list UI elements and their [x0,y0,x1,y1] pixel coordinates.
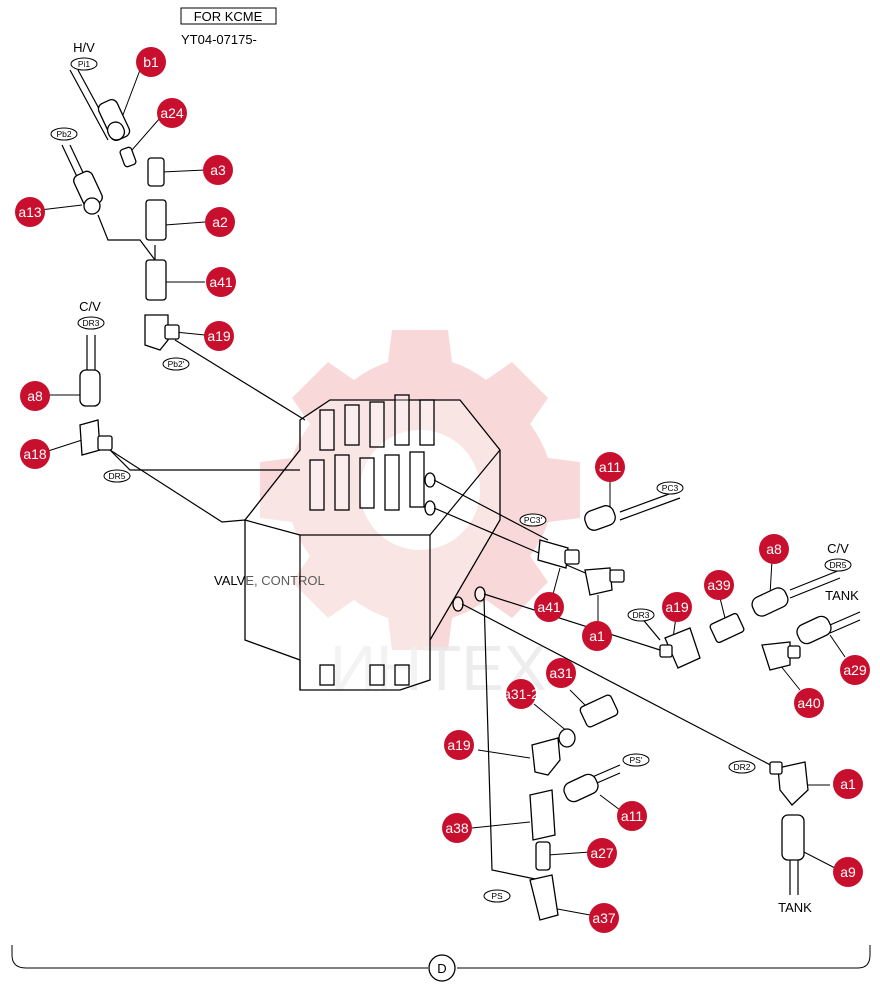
svg-text:a29: a29 [843,662,867,678]
callout-a41-mid[interactable]: a41 [534,592,564,622]
callout-a8-left[interactable]: a8 [20,381,50,411]
valve-control-label: VALVE, CONTROL [214,573,325,588]
callout-b1[interactable]: b1 [136,47,166,77]
svg-text:a19: a19 [207,328,231,344]
port-pb2: Pb2 [50,127,78,141]
svg-text:a8: a8 [766,541,782,557]
svg-text:DR3: DR3 [82,318,99,328]
callout-a11-top[interactable]: a11 [595,452,625,482]
tank-bottom-label: TANK [778,900,812,915]
port-dr3-right: DR3 [627,608,655,622]
callout-a38[interactable]: a38 [442,813,472,843]
svg-text:PS: PS [491,891,503,901]
svg-text:a40: a40 [797,695,821,711]
section-label: D [437,961,446,976]
watermark-gear-logo [260,330,580,650]
port-dr5-left: DR5 [103,469,131,483]
cv-right-label: C/V [827,541,849,556]
svg-text:Pb2: Pb2 [56,129,71,139]
svg-text:a38: a38 [445,820,469,836]
callout-a29[interactable]: a29 [840,655,870,685]
svg-text:a8: a8 [27,388,43,404]
svg-text:DR5: DR5 [108,471,125,481]
port-labels: Pi1 Pb2 Pb2' DR3 DR5 PC3 PC3' DR3 [50,57,852,903]
port-pc3: PC3 [656,481,684,495]
cv-left-label: C/V [79,299,101,314]
port-dr2: DR2 [728,760,756,774]
callout-a9[interactable]: a9 [833,857,863,887]
svg-text:a1: a1 [589,628,605,644]
kcme-label: FOR KCME [194,9,263,24]
svg-text:a1: a1 [840,776,856,792]
svg-text:a39: a39 [707,577,731,593]
svg-text:a24: a24 [160,105,184,121]
callout-a18[interactable]: a18 [20,439,50,469]
svg-text:PC3': PC3' [524,515,543,525]
svg-text:a31: a31 [549,665,573,681]
callouts: b1 a24 a3 a13 a2 a41 a19 a8 a18 a11 a8 a… [15,47,870,933]
section-bracket: D [11,945,871,982]
callout-a1-bot[interactable]: a1 [833,769,863,799]
callout-a3[interactable]: a3 [203,155,233,185]
callout-a8-right[interactable]: a8 [759,534,789,564]
callout-a37[interactable]: a37 [589,903,619,933]
svg-text:a37: a37 [592,910,616,926]
svg-text:Pi1: Pi1 [78,59,91,69]
svg-text:a2: a2 [212,214,228,230]
svg-text:a41: a41 [209,274,233,290]
svg-text:a3: a3 [210,162,226,178]
svg-text:DR2: DR2 [733,762,750,772]
callout-a2[interactable]: a2 [205,207,235,237]
svg-text:a11: a11 [621,808,644,824]
svg-text:DR5: DR5 [829,560,846,570]
callout-a31[interactable]: a31 [546,658,576,688]
port-dr5-right: DR5 [824,558,852,572]
callout-a13[interactable]: a13 [15,197,45,227]
svg-text:a19: a19 [447,737,471,753]
callout-a19-mid[interactable]: a19 [662,592,692,622]
svg-text:a27: a27 [590,845,614,861]
callout-a31-2[interactable]: a31-2 [503,679,539,709]
port-pi1: Pi1 [70,57,98,71]
callout-a24[interactable]: a24 [157,98,187,128]
svg-text:a19: a19 [665,599,689,615]
svg-text:a18: a18 [23,446,47,462]
control-valve-body [244,394,501,691]
port-pc3-prime: PC3' [519,513,547,527]
callout-a11-bot[interactable]: a11 [617,801,647,831]
svg-text:Pb2': Pb2' [168,359,185,369]
svg-text:a11: a11 [599,459,622,475]
callout-a1-mid[interactable]: a1 [582,621,612,651]
svg-text:a9: a9 [840,864,856,880]
svg-text:a13: a13 [18,204,42,220]
callout-a40[interactable]: a40 [794,688,824,718]
svg-text:a31-2: a31-2 [503,686,539,702]
port-dr3-left: DR3 [77,316,105,330]
port-ps-prime: PS' [622,753,650,767]
fittings [73,98,832,921]
hv-label: H/V [73,40,95,55]
callout-a39[interactable]: a39 [704,570,734,600]
callout-a19-bot[interactable]: a19 [444,730,474,760]
callout-a19-top[interactable]: a19 [204,321,234,351]
port-pb2-prime: Pb2' [162,357,190,371]
svg-text:DR3: DR3 [632,610,649,620]
port-ps: PS [483,889,511,903]
svg-text:a41: a41 [537,599,561,615]
tank-right-label: TANK [825,588,859,603]
kcme-box [180,7,277,25]
serial-number: YT04-07175- [181,32,257,47]
svg-text:b1: b1 [143,54,159,70]
callout-a41-top[interactable]: a41 [206,267,236,297]
callout-a27[interactable]: a27 [587,838,617,868]
svg-text:PC3: PC3 [662,483,679,493]
svg-text:PS': PS' [630,755,643,765]
